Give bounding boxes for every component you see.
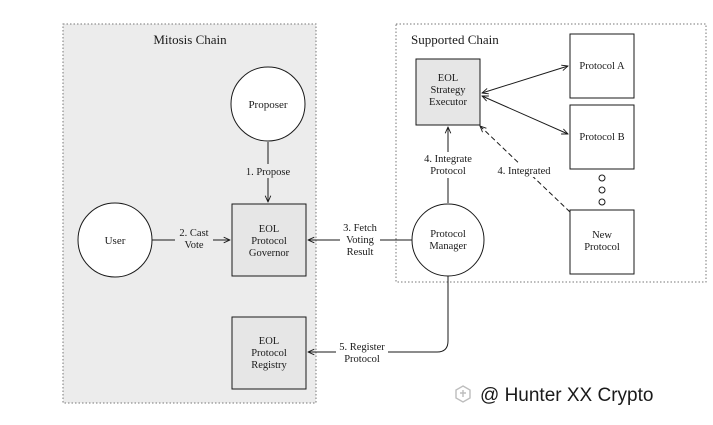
edge-label-register-1: 5. Register [339,342,385,353]
edge-propose: 1. Propose [242,142,294,202]
governor-label-1: EOL [259,224,279,235]
executor-label-1: EOL [438,73,458,84]
edge-label-integrate-2: Protocol [430,166,466,177]
user-node: User [77,202,153,278]
edge-label-fetch-1: 3. Fetch [343,223,378,234]
watermark: @ Hunter XX Crypto [455,385,653,406]
edge-executor-protocol-b [482,96,568,134]
edge-executor-protocol-a [482,66,568,93]
new-protocol-label-1: New [592,230,612,241]
edge-register-protocol: 5. Register Protocol [308,275,449,366]
edge-integrated: 4. Integrated [480,126,571,213]
edge-label-integrate-1: 4. Integrate [424,154,472,165]
new-protocol-label-2: Protocol [584,242,620,253]
edge-label-fetch-2: Voting [346,235,375,246]
edge-label-propose: 1. Propose [246,167,291,178]
eol-strategy-executor-node: EOL Strategy Executor [415,58,481,126]
governor-label-3: Governor [249,248,290,259]
protocol-a-label: Protocol A [579,61,625,72]
registry-label-1: EOL [259,336,279,347]
edge-label-cast-vote-2: Vote [184,240,203,251]
edge-label-fetch-3: Result [347,247,374,258]
mitosis-chain-title: Mitosis Chain [153,32,227,47]
ellipsis-dots [598,174,606,206]
supported-chain-title: Supported Chain [411,32,499,47]
edge-fetch-voting-result: 3. Fetch Voting Result [308,220,412,258]
new-protocol-node: New Protocol [569,209,635,275]
executor-label-3: Executor [429,97,467,108]
edge-label-integrated: 4. Integrated [497,166,551,177]
proposer-node: Proposer [230,66,306,142]
edge-cast-vote: 2. Cast Vote [152,227,230,253]
edge-label-register-2: Protocol [344,354,380,365]
edge-label-cast-vote-1: 2. Cast [179,228,208,239]
watermark-text: @ Hunter XX Crypto [480,385,653,406]
registry-label-2: Protocol [251,348,287,359]
protocol-manager-node: Protocol Manager [411,203,485,277]
protocol-a-node: Protocol A [569,33,635,99]
eol-protocol-registry-node: EOL Protocol Registry [231,316,307,390]
protocol-b-label: Protocol B [579,132,624,143]
executor-label-2: Strategy [431,85,467,96]
manager-label-2: Manager [429,241,467,252]
registry-label-3: Registry [251,360,287,371]
user-label: User [105,235,126,247]
watermark-logo-icon [455,385,471,403]
manager-label-1: Protocol [430,229,466,240]
edge-integrate-protocol: 4. Integrate Protocol [417,127,479,203]
protocol-b-node: Protocol B [569,104,635,170]
proposer-label: Proposer [248,99,287,111]
eol-protocol-governor-node: EOL Protocol Governor [231,203,307,277]
governor-label-2: Protocol [251,236,287,247]
